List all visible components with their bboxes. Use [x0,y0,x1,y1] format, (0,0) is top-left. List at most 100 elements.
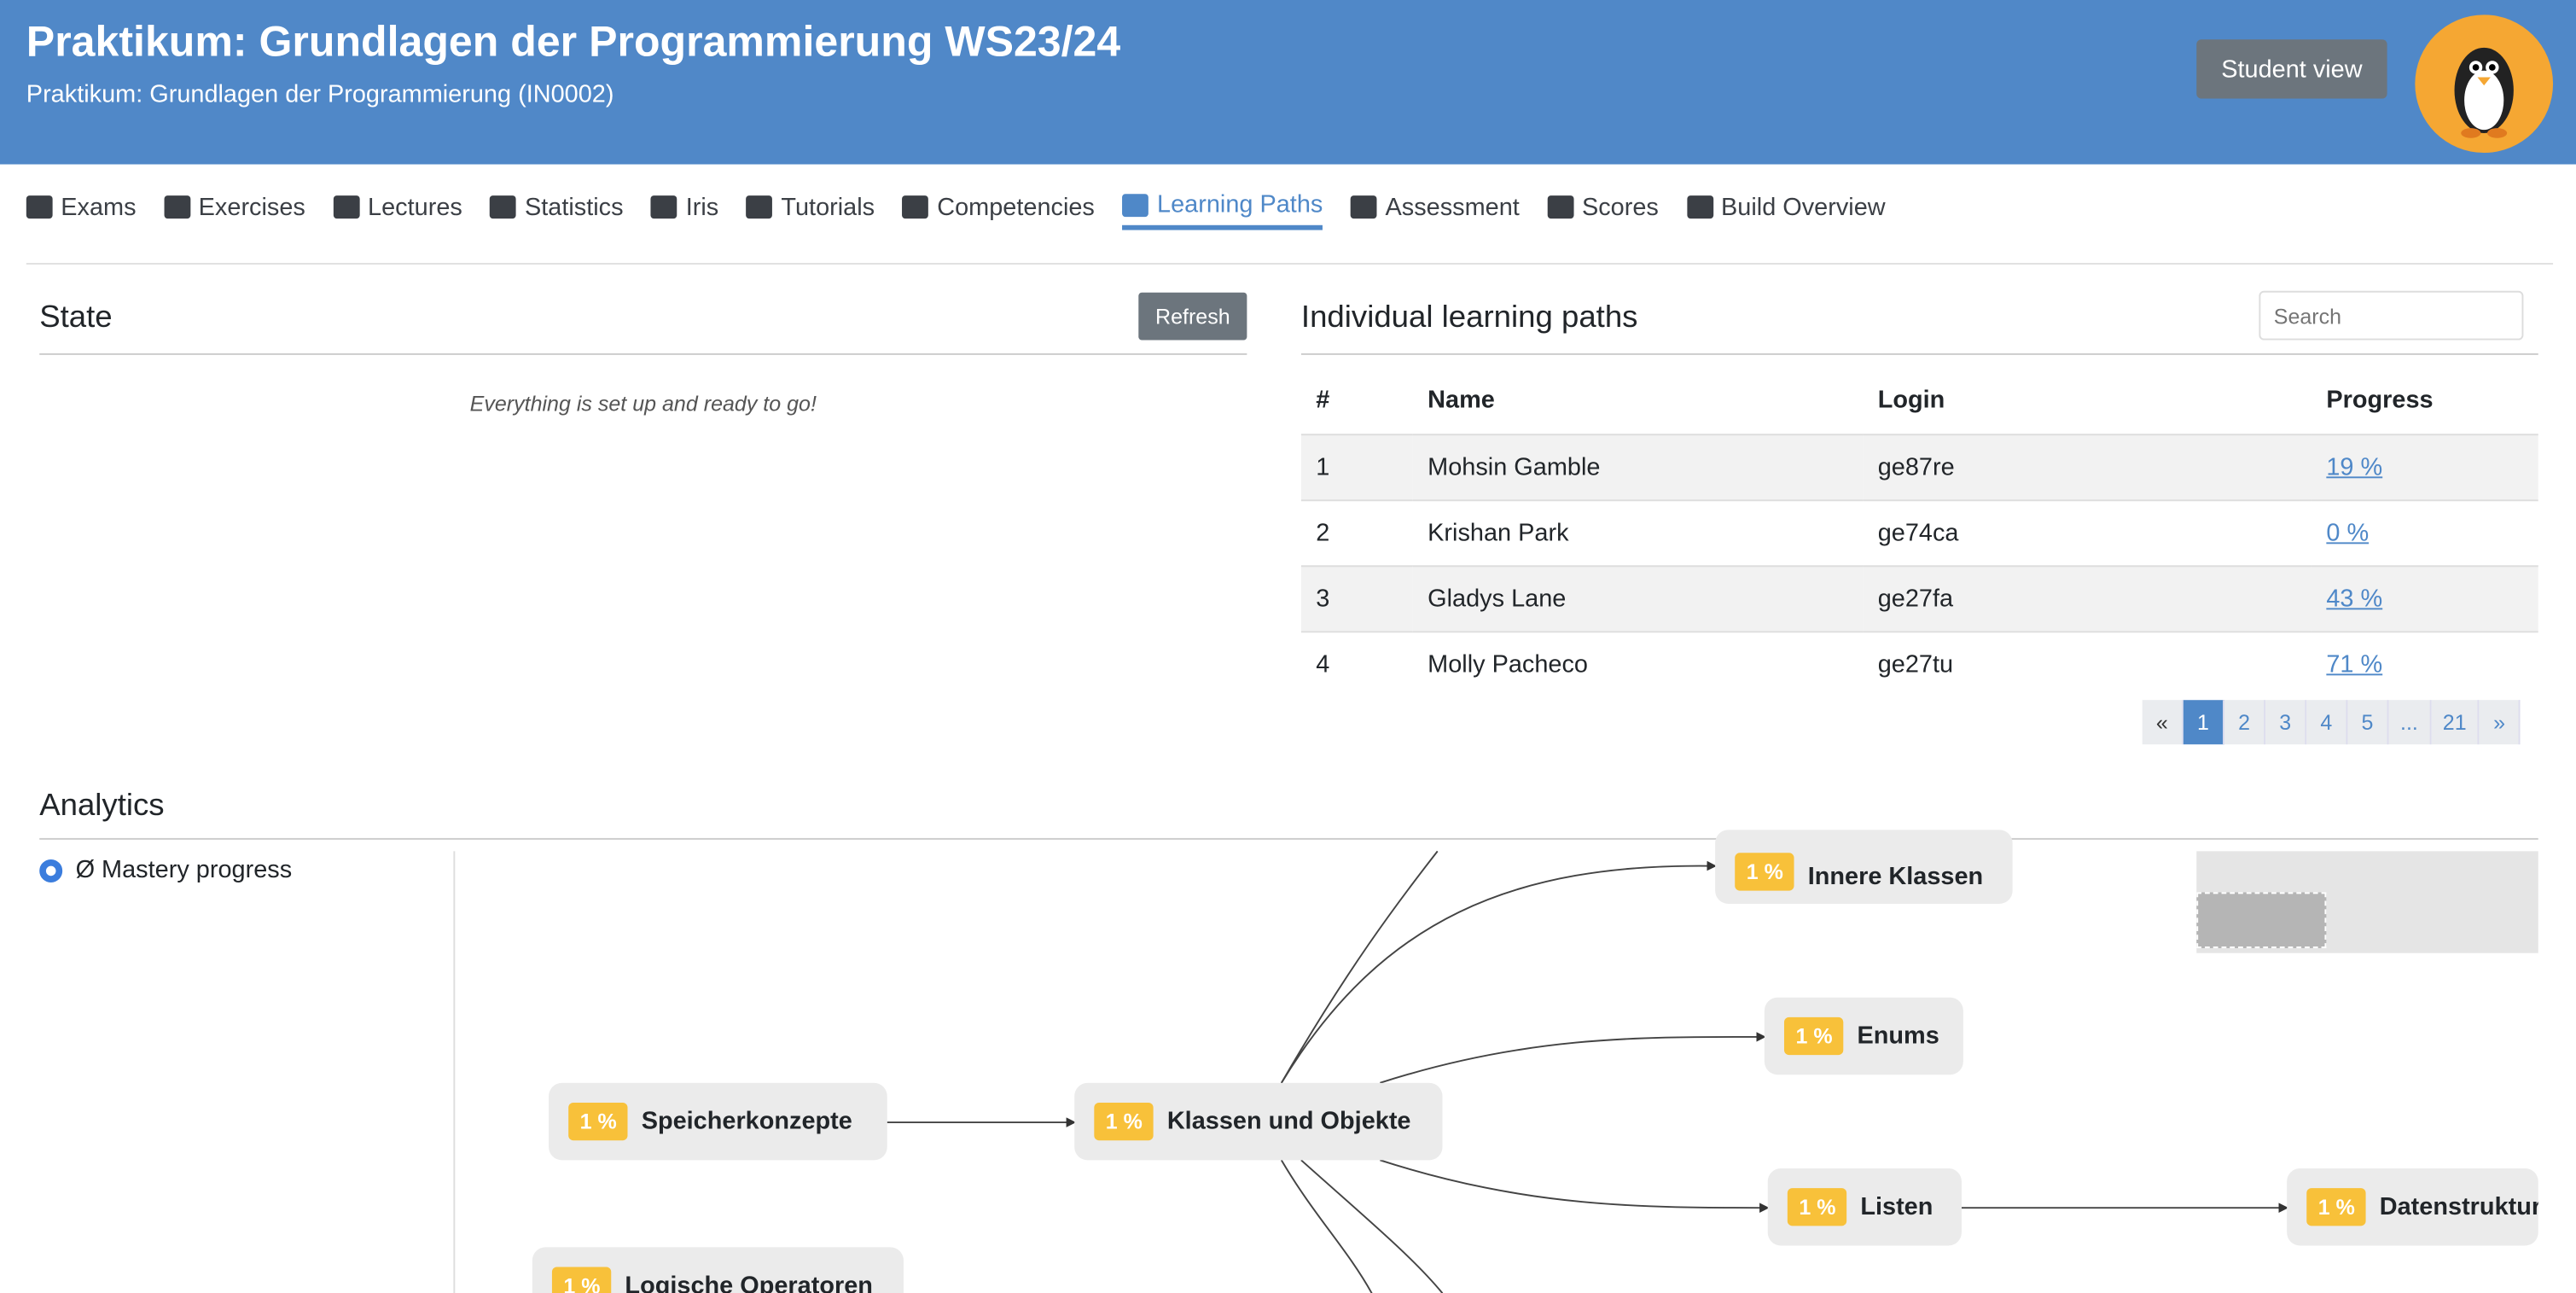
bar-chart-icon [490,195,517,219]
tab-tutorials[interactable]: Tutorials [746,190,875,230]
mastery-progress-radio[interactable] [39,859,63,882]
student-login: ge27tu [1863,630,2312,697]
teacher-icon [746,195,773,219]
page-button[interactable]: ... [2388,700,2432,745]
competency-label: Datenstrukturen [2379,1192,2538,1221]
row-index: 2 [1300,498,1413,566]
student-name: Molly Pacheco [1412,630,1864,697]
tab-label: Lectures [368,193,462,221]
row-index: 3 [1300,564,1413,632]
list-icon [164,195,191,219]
refresh-button[interactable]: Refresh [1138,292,1247,341]
edge [1280,1159,1373,1293]
course-tabs: Exams Exercises Lectures Statistics Iris Tuto… [26,190,1886,230]
tab-label: Assessment [1385,193,1520,221]
competency-node[interactable]: 1 %Datenstrukturen [2287,1168,2538,1246]
sitemap-icon [1122,193,1149,217]
page-button[interactable]: » [2480,700,2521,745]
course-header: Praktikum: Grundlagen der Programmierung… [0,0,2576,165]
progress-link[interactable]: 0 % [2326,518,2370,547]
competency-node[interactable]: 1 %Innere Klassen [1715,830,2013,904]
edge [1300,1159,1444,1293]
tab-label: Tutorials [781,193,875,221]
edge [1280,860,1718,1084]
graph-minimap[interactable] [2196,851,2538,953]
tab-competencies[interactable]: Competencies [902,190,1095,230]
competency-node[interactable]: 1 %Speicherkonzepte [549,1082,887,1161]
mastery-badge: 1 % [568,1102,629,1141]
divider [453,851,456,1293]
competency-node[interactable]: 1 % Enums [1764,997,1963,1075]
tab-exercises[interactable]: Exercises [164,190,305,230]
mastery-badge: 1 % [551,1267,613,1293]
divider [39,837,2538,840]
page-button[interactable]: 4 [2306,700,2348,745]
progress-link[interactable]: 43 % [2326,584,2383,613]
competency-label: Klassen und Objekte [1166,1107,1411,1136]
tab-exams[interactable]: Exams [26,190,137,230]
page-button[interactable]: 3 [2265,700,2307,745]
competency-node[interactable]: 1 % Klassen und Objekte [1074,1082,1443,1161]
page-button[interactable]: « [2142,700,2183,745]
row-index: 1 [1300,433,1413,500]
competency-node[interactable]: 1 %Listen [1767,1168,1962,1246]
divider [1300,352,2538,355]
mastery-badge: 1 % [1787,1188,1847,1226]
course-subtitle: Praktikum: Grundlagen der Programmierung… [26,80,614,109]
course-title: Praktikum: Grundlagen der Programmierung… [26,16,1121,67]
student-view-button[interactable]: Student view [2196,39,2387,99]
student-login: ge27fa [1863,564,2312,632]
tab-label: Iris [685,193,719,221]
edge [1380,1032,1766,1084]
page-button[interactable]: 5 [2347,700,2389,745]
search-input[interactable] [2259,290,2524,341]
page-button[interactable]: 1 [2183,700,2224,745]
tab-label: Scores [1581,193,1659,221]
mastery-badge: 1 % [1094,1102,1154,1141]
student-name: Gladys Lane [1412,564,1864,632]
competency-label: Enums [1857,1022,1939,1051]
graduation-cap-icon [26,195,53,219]
flag-icon [902,195,929,219]
column-header: Progress [2326,386,2434,415]
student-name: Krishan Park [1412,498,1864,566]
tab-scores[interactable]: Scores [1547,190,1659,230]
state-message: Everything is set up and ready to go! [469,391,817,416]
user-check-icon [1351,195,1377,219]
tab-lectures[interactable]: Lectures [333,190,462,230]
competency-node[interactable]: 1 % Logische Operatoren [532,1247,904,1293]
progress-link[interactable]: 71 % [2326,649,2383,679]
minimap-viewport[interactable] [2196,892,2327,948]
competency-label: Innere Klassen [1807,862,1984,891]
tab-build-overview[interactable]: Build Overview [1686,190,1886,230]
student-login: ge87re [1863,433,2312,500]
mastery-badge: 1 % [1783,1016,1845,1056]
list-ul-icon [1686,195,1713,219]
state-title: State [39,300,113,335]
page-button[interactable]: 2 [2224,700,2266,745]
robot-icon [651,195,678,219]
learning-paths-title: Individual learning paths [1300,300,1638,335]
analytics-title: Analytics [39,789,165,824]
tab-learning-paths[interactable]: Learning Paths [1122,190,1323,230]
student-login: ge74ca [1863,498,2312,566]
progress-link[interactable]: 19 % [2326,452,2383,481]
column-header: Login [1877,386,1945,415]
divider [39,352,1247,355]
table-icon [1547,195,1574,219]
competency-label: Logische Operatoren [625,1272,873,1293]
mastery-progress-label[interactable]: Ø Mastery progress [75,856,293,884]
tab-iris[interactable]: Iris [651,190,718,230]
tab-statistics[interactable]: Statistics [490,190,624,230]
tab-label: Competencies [937,193,1095,221]
tab-assessment[interactable]: Assessment [1351,190,1520,230]
tab-label: Build Overview [1721,193,1886,221]
page-button[interactable]: 21 [2431,700,2480,745]
